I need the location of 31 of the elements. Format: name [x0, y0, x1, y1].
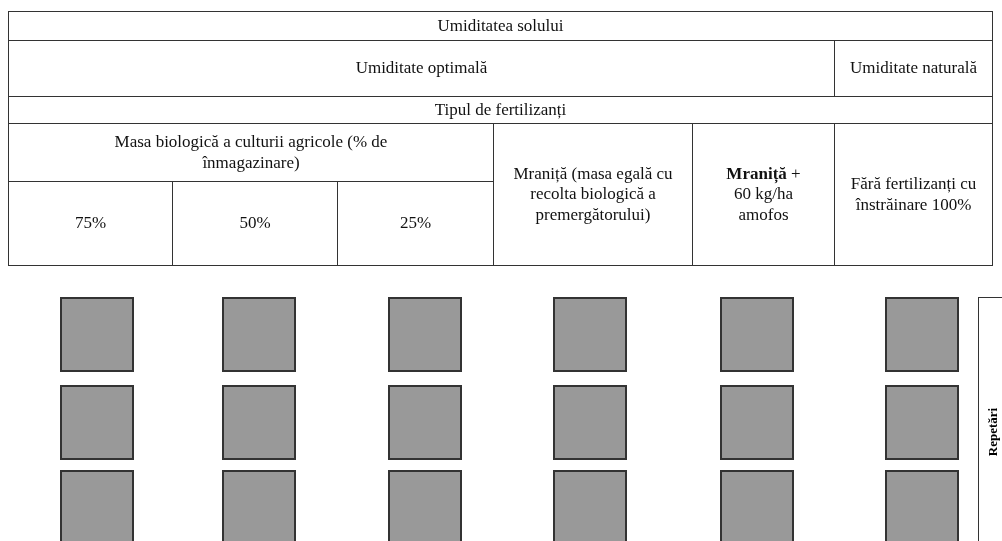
plot-square [60, 297, 134, 372]
table-cell-text: 75% [74, 213, 107, 234]
plot-square [885, 470, 959, 541]
plot-square [222, 385, 296, 460]
plot-square [388, 385, 462, 460]
rotated-label: Repetări [985, 407, 1001, 457]
table-cell-text: Fără fertilizanți cu înstrăinare 100% [849, 174, 978, 215]
plot-square [388, 297, 462, 372]
plot-square [720, 297, 794, 372]
plot-square [388, 470, 462, 541]
plot-square [553, 470, 627, 541]
table-cell-text: 50% [239, 213, 271, 234]
table-cell-text: Tipul de fertilizanți [434, 99, 567, 121]
plot-square [720, 385, 794, 460]
table-cell-text: Mraniță + 60 kg/ha amofos [725, 163, 802, 226]
plot-square [885, 297, 959, 372]
table-cell-text: 25% [399, 213, 432, 234]
plot-square [60, 470, 134, 541]
plot-square [553, 385, 627, 460]
table-cell-text: Mraniță (masa egală cu recolta biologică a premergătorului) [512, 163, 674, 226]
plot-square [720, 470, 794, 541]
plot-square [222, 470, 296, 541]
table-cell-text: Masa biologică a culturii agricole (% de înmagazinare) [113, 132, 389, 173]
bracket-box [978, 297, 1002, 541]
plot-square [553, 297, 627, 372]
table-cell-text: Umiditatea solului [437, 15, 564, 37]
plot-square [222, 297, 296, 372]
plot-square [885, 385, 959, 460]
table-cell-text: Umiditate optimală [355, 58, 488, 79]
plot-square [60, 385, 134, 460]
table-cell-text: Umiditate naturală [850, 58, 977, 79]
